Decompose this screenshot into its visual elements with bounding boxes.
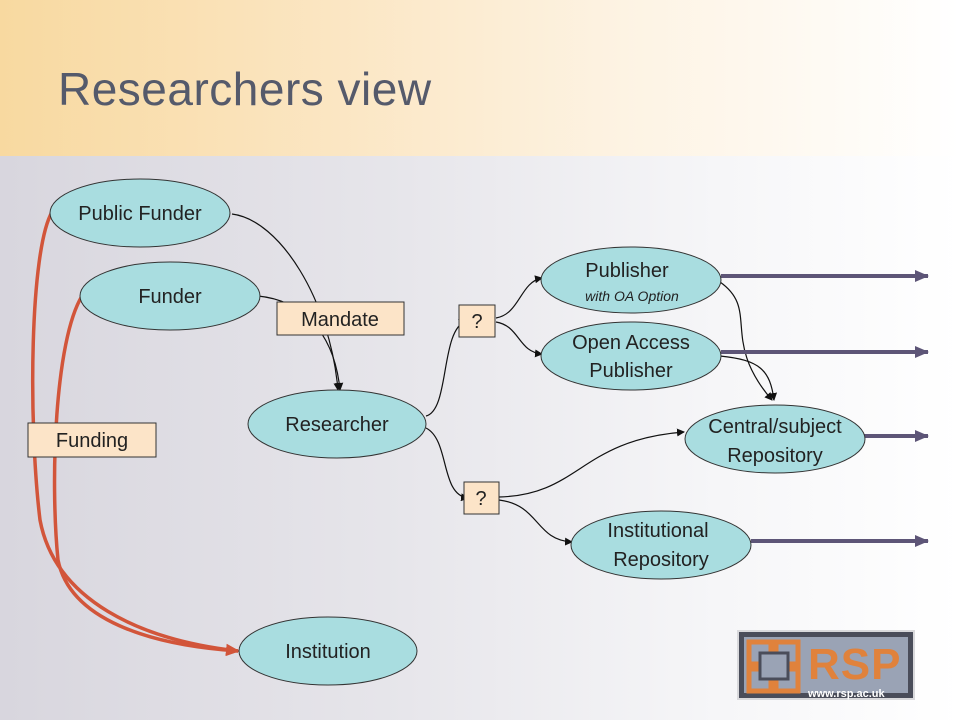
node-oa-publisher: Open Access Publisher [540,321,722,391]
svg-text:Publisher: Publisher [589,360,673,382]
page-title: Researchers view [58,63,432,115]
arrow-q-top-oa-publisher [495,321,543,358]
svg-text:Institutional: Institutional [607,520,708,542]
node-funder: Funder [79,261,261,331]
svg-text:Repository: Repository [613,549,709,571]
arrow-q-top-publisher [495,275,543,319]
svg-text:Publisher: Publisher [585,260,669,282]
funding-arrow-funder [52,295,240,657]
arrow-oa-publisher-central-repo [719,355,778,401]
funding-arrow-public-funder [30,211,240,656]
arrow-q-bottom-inst-repo [498,499,573,546]
node-inst-repo: Institutional Repository [570,510,752,580]
svg-text:?: ? [471,311,482,333]
svg-text:Public Funder: Public Funder [78,203,202,225]
arrow-publisher-central-repo [719,281,773,401]
label-funding: Funding [27,422,157,458]
title-banner [0,0,960,156]
svg-text:?: ? [475,488,486,510]
logo-text: RSP [808,640,902,689]
node-publisher: Publisher with OA Option [540,246,722,314]
svg-text:Institution: Institution [285,641,371,663]
node-institution: Institution [238,616,418,686]
svg-text:Funding: Funding [56,430,128,452]
puzzle-icon [746,639,801,694]
svg-text:Researcher: Researcher [285,414,389,436]
svg-text:Mandate: Mandate [301,309,379,331]
label-mandate: Mandate [276,301,405,336]
arrow-q-bottom-central-repo [498,428,685,498]
logo-url: www.rsp.ac.uk [808,688,885,700]
node-public-funder: Public Funder [49,178,231,248]
decision-question-top: ? [458,304,496,338]
decision-question-bottom: ? [463,481,500,515]
svg-text:with OA Option: with OA Option [585,288,679,304]
node-researcher: Researcher [247,389,427,459]
node-central-repo: Central/subject Repository [684,404,866,474]
logo-panel: RSP www.rsp.ac.uk [744,637,908,700]
svg-text:Open Access: Open Access [572,332,690,354]
arrow-researcher-q-bottom [425,427,469,502]
svg-text:Repository: Repository [727,445,823,467]
svg-text:Funder: Funder [138,286,202,308]
svg-text:Central/subject: Central/subject [708,416,842,438]
rsp-logo: RSP www.rsp.ac.uk [737,630,915,700]
